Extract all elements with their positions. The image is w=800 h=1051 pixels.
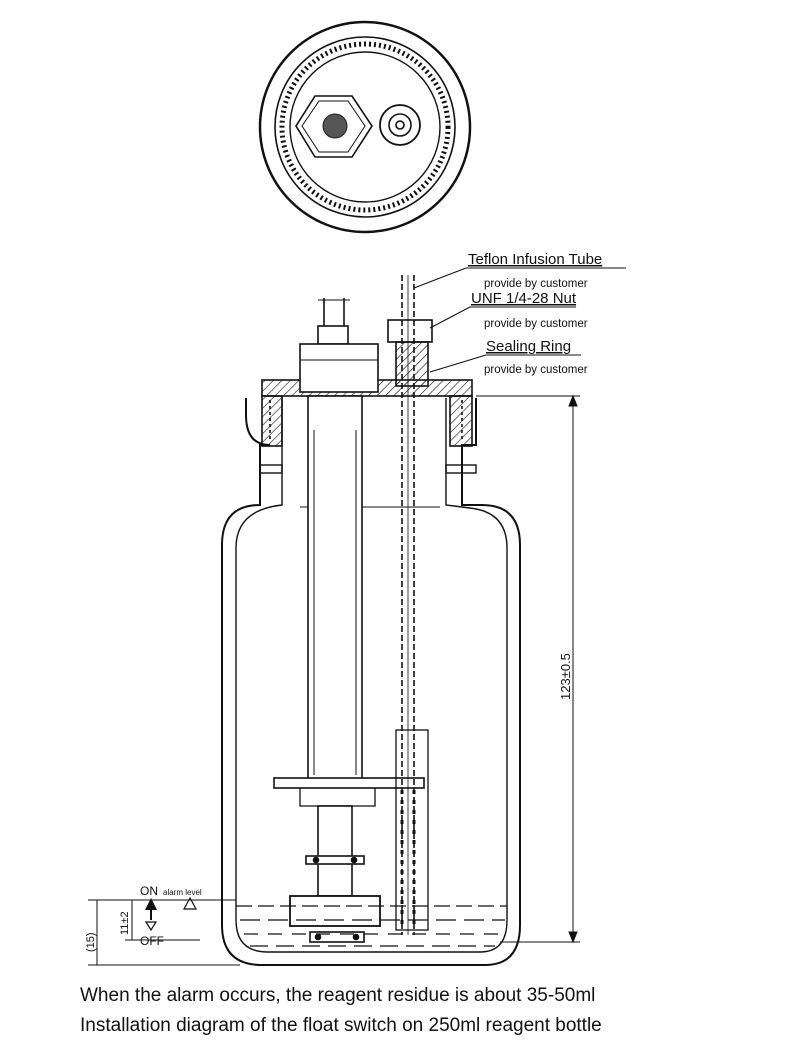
- top-view-cap-ring: [274, 36, 456, 218]
- dim-arrow-top: [568, 394, 578, 407]
- float: [289, 895, 381, 927]
- teflon-tube-note: provide by customer: [484, 278, 588, 290]
- dimension-liquid: [88, 899, 240, 966]
- neck-flange-right: [445, 464, 477, 474]
- switch-head: [299, 343, 379, 393]
- top-view-fitting-ring: [388, 113, 412, 137]
- leader-tube: [413, 267, 626, 289]
- bracket-arm: [299, 788, 376, 807]
- top-view-fitting: [379, 104, 421, 146]
- level-triangle-icon: [182, 896, 198, 910]
- alarm-level-label: alarm level: [163, 888, 202, 897]
- up-arrow-icon: [145, 898, 157, 910]
- caption-line-1: When the alarm occurs, the reagent resid…: [80, 985, 596, 1006]
- sealing-ring: [395, 341, 429, 387]
- float-bottom-stop: [309, 931, 365, 943]
- hex-nut-top: [317, 325, 349, 345]
- stopper-dot-2: [350, 856, 358, 864]
- lower-rod: [317, 805, 353, 897]
- dim-arrow-bottom: [568, 931, 578, 944]
- liquid-dimension-label: (15): [85, 932, 97, 952]
- float-dot-2: [352, 933, 360, 941]
- bottle-outer-wall: [221, 398, 521, 966]
- float-switch: [273, 298, 425, 943]
- liquid: [236, 905, 507, 947]
- caption-line-2: Installation diagram of the float switch…: [80, 1015, 602, 1036]
- stopper-ring: [305, 855, 365, 865]
- float-dot-1: [314, 933, 322, 941]
- height-dimension-label: 123±0.5: [558, 653, 573, 700]
- top-view-inner-ring: [289, 51, 441, 203]
- tube-assembly: [387, 275, 433, 935]
- mount-bracket: [273, 777, 425, 789]
- leader-seal: [429, 354, 581, 373]
- switching-dimension-label: 11±2: [119, 911, 131, 935]
- bottle-inner-wall: [235, 398, 508, 953]
- unf-nut: [387, 319, 433, 343]
- on-label: ON: [140, 884, 158, 898]
- unf-nut-note: provide by customer: [484, 318, 588, 330]
- unf-nut-title: UNF 1/4-28 Nut: [471, 290, 577, 307]
- stopper-dot-1: [312, 856, 320, 864]
- off-label: OFF: [140, 934, 164, 948]
- leader-nut: [429, 306, 576, 329]
- top-view-outer-rim: [258, 20, 472, 234]
- weight-sleeve: [395, 729, 429, 931]
- top-view: [258, 20, 472, 234]
- cap-left-skirt: [261, 395, 283, 447]
- sealing-ring-title: Sealing Ring: [486, 338, 571, 355]
- top-view-fitting-bore: [395, 120, 405, 130]
- top-view-float-stem: [322, 113, 348, 139]
- dimension-height: [476, 394, 580, 944]
- sealing-ring-note: provide by customer: [484, 364, 588, 376]
- top-view-thread-ring: [279, 41, 451, 213]
- top-view-hex-nut: [295, 95, 373, 158]
- bottle: [221, 398, 521, 966]
- down-arrow-icon: [144, 921, 158, 932]
- teflon-tube-title: Teflon Infusion Tube: [468, 251, 602, 268]
- callout-leaders: [413, 267, 626, 373]
- neck-flange-left: [259, 464, 283, 474]
- cap-right-skirt: [449, 395, 473, 447]
- top-view-hex-nut-inner: [301, 100, 366, 153]
- switch-stem: [307, 395, 363, 782]
